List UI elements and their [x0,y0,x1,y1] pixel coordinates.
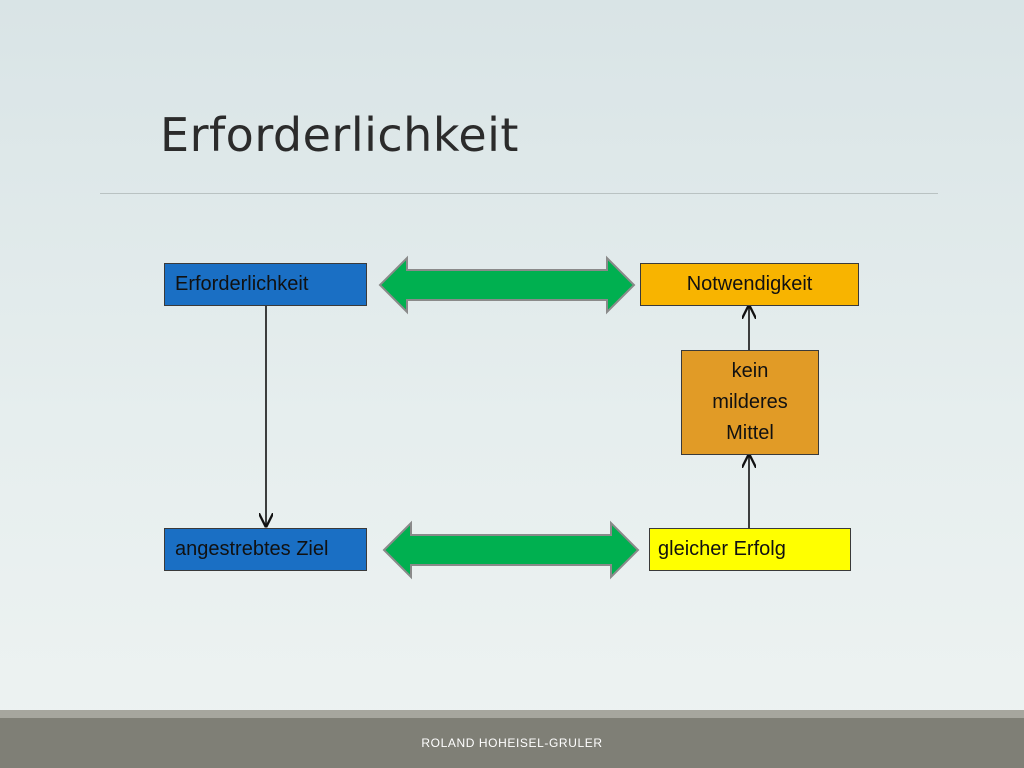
node-notwendigkeit: Notwendigkeit [640,263,859,306]
node-kein-line1: kein [731,360,769,382]
double-arrow-top [378,255,636,315]
node-gleicher-erfolg: gleicher Erfolg [649,528,851,571]
node-kein-line2: milderes [712,391,788,413]
node-erforderlichkeit-label: Erforderlichkeit [175,273,309,295]
node-angestrebtes-ziel: angestrebtes Ziel [164,528,367,571]
footer-accent-bar [0,710,1024,718]
node-notwendigkeit-label: Notwendigkeit [686,273,813,295]
node-angestrebtes-ziel-label: angestrebtes Ziel [175,538,329,560]
footer-author: ROLAND HOHEISEL-GRULER [421,736,603,750]
node-gleicher-erfolg-label: gleicher Erfolg [658,538,786,560]
double-arrow-bottom [382,520,640,580]
slide-title: Erforderlichkeit [160,108,519,162]
node-kein-line3: Mittel [726,422,774,444]
node-erforderlichkeit: Erforderlichkeit [164,263,367,306]
node-kein-milderes-mittel: kein milderes Mittel [681,350,819,455]
title-divider [100,193,938,194]
footer-bar [0,718,1024,768]
